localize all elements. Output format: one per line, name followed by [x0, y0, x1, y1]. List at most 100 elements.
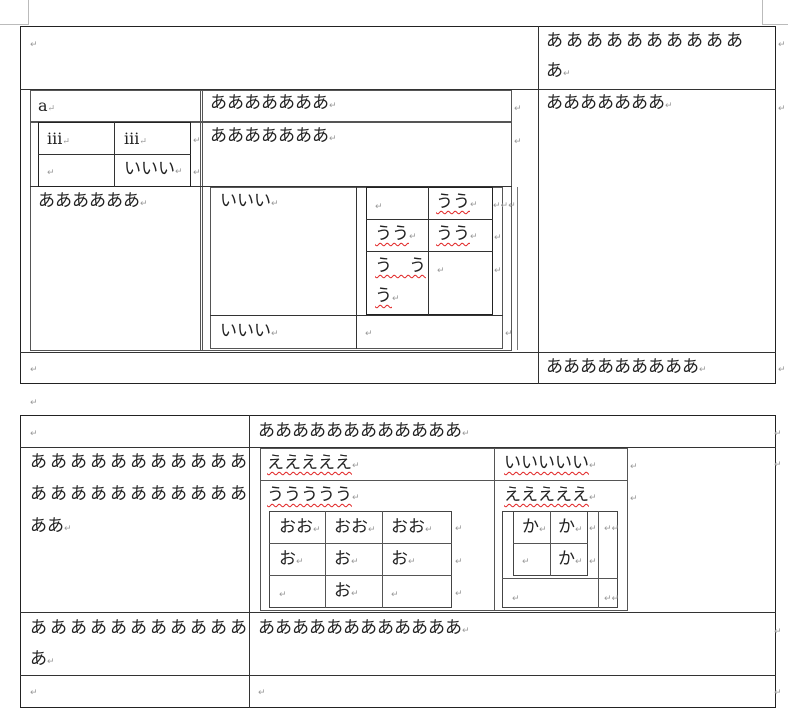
cell-text[interactable]: えええええ↵ [267, 453, 360, 473]
divider [210, 315, 503, 316]
cell-text[interactable]: か↵ [522, 517, 547, 537]
cell-text[interactable]: a↵ [38, 96, 56, 115]
paragraph-mark: ↵ [30, 365, 38, 375]
paragraph-mark: ↵ [630, 494, 638, 504]
divider [38, 154, 191, 155]
paragraph-mark: ↵ [455, 524, 463, 534]
paragraph-mark: ↵ [30, 40, 38, 50]
oo-table [269, 511, 452, 608]
paragraph-mark: ↵ [514, 137, 522, 147]
cell-text[interactable]: お↵ [279, 549, 304, 569]
paragraph-mark: ↵ [630, 462, 638, 472]
paragraph-mark: ↵ [589, 524, 597, 534]
table-1-border [20, 26, 776, 384]
cell-text[interactable]: いいい↵ [124, 159, 183, 179]
table-2-border [20, 415, 776, 708]
divider [513, 543, 588, 544]
divider [538, 26, 539, 384]
cell-text[interactable]: あああああああああああ [30, 618, 250, 638]
paragraph-mark: ↵ [512, 594, 520, 604]
crop-mark-left [0, 0, 29, 25]
divider [20, 352, 776, 353]
divider [366, 251, 493, 252]
cell-text[interactable]: うう↵ [436, 224, 478, 244]
cell-text[interactable]: あああああああ↵ [210, 93, 337, 113]
paragraph-mark: ↵↵ [604, 524, 620, 534]
paragraph-mark: ↵ [455, 589, 463, 599]
divider [20, 612, 776, 613]
divider [20, 447, 776, 448]
paragraph-mark: ↵ [193, 136, 201, 146]
divider [260, 480, 628, 481]
cell-text[interactable]: iii↵ [47, 129, 70, 148]
cell-text[interactable]: あああああああ↵ [210, 126, 337, 146]
paragraph-mark: ↵ [30, 688, 38, 698]
cell-text[interactable]: あ↵ [30, 649, 55, 669]
nested-table-border [30, 90, 512, 351]
divider [356, 187, 357, 349]
divider [502, 578, 618, 579]
cell-text[interactable]: おお↵ [391, 517, 433, 537]
divider [269, 543, 452, 544]
cell-text[interactable]: か↵ [558, 517, 583, 537]
cell-text[interactable]: ああああああああああああ↵ [258, 421, 470, 441]
paragraph-mark: ↵ [522, 557, 530, 567]
cell-text[interactable]: あああああああああ↵ [546, 357, 707, 377]
cell-text[interactable]: あああああああああああ [30, 484, 250, 504]
paragraph-mark: ↵ [774, 688, 782, 698]
cell-text[interactable]: おお↵ [334, 517, 376, 537]
cell-text[interactable]: えええええ↵ [504, 485, 597, 505]
cell-text[interactable]: いいい↵ [220, 191, 279, 211]
paragraph-mark: ↵ [774, 460, 782, 470]
paragraph-mark: ↵ [494, 233, 502, 243]
cell-text[interactable]: か↵ [558, 549, 583, 569]
cell-text[interactable]: お↵ [334, 549, 359, 569]
cell-text[interactable]: ああああああ↵ [38, 191, 148, 211]
divider [494, 448, 495, 611]
paragraph-mark: ↵ [375, 202, 383, 212]
nested-table-border [260, 448, 628, 611]
divider [269, 575, 452, 576]
cell-text[interactable]: う↵ [375, 286, 400, 306]
paragraph-mark: ↵ [258, 688, 266, 698]
divider [325, 511, 326, 608]
paragraph-mark: ↵ [505, 329, 513, 339]
paragraph-mark: ↵ [437, 266, 445, 276]
cell-text[interactable]: iii↵ [124, 129, 147, 148]
divider [30, 186, 512, 187]
divider [598, 511, 599, 608]
cell-text[interactable]: お↵ [391, 549, 416, 569]
cell-text[interactable]: ううううう↵ [267, 485, 360, 505]
cell-text[interactable]: いいい↵ [220, 321, 279, 341]
cell-text[interactable]: ああああああああああ [546, 31, 746, 51]
divider [382, 511, 383, 608]
paragraph-mark: ↵ [47, 168, 55, 178]
divider [517, 187, 518, 350]
cell-text[interactable]: あああああああああああ [30, 452, 250, 472]
paragraph-mark: ↵ [30, 398, 38, 408]
cell-text[interactable]: う う [375, 256, 426, 276]
cell-text[interactable]: あああああああ↵ [546, 93, 673, 113]
paragraph-mark: ↵↵↵ [493, 201, 516, 211]
paragraph-mark: ↵ [455, 557, 463, 567]
cell-text[interactable]: あ↵ [546, 61, 571, 81]
divider [366, 219, 493, 220]
divider [249, 415, 250, 708]
cell-text[interactable]: ああああああああああああ↵ [258, 618, 470, 638]
divider [30, 121, 512, 123]
cell-text[interactable]: お↵ [334, 581, 359, 601]
cell-text[interactable]: おお↵ [279, 517, 321, 537]
cell-text[interactable]: うう↵ [436, 192, 478, 212]
paragraph-mark: ↵ [391, 590, 399, 600]
cell-text[interactable]: いいいいい↵ [504, 453, 597, 473]
crop-mark-right [762, 0, 788, 25]
divider [20, 89, 776, 90]
cell-text[interactable]: うう↵ [375, 224, 417, 244]
paragraph-mark: ↵ [514, 104, 522, 114]
cell-text[interactable]: ああ↵ [30, 516, 72, 536]
paragraph-mark: ↵ [778, 365, 786, 375]
paragraph-mark: ↵ [778, 104, 786, 114]
paragraph-mark: ↵ [279, 590, 287, 600]
paragraph-mark: ↵ [365, 329, 373, 339]
divider [20, 675, 776, 676]
